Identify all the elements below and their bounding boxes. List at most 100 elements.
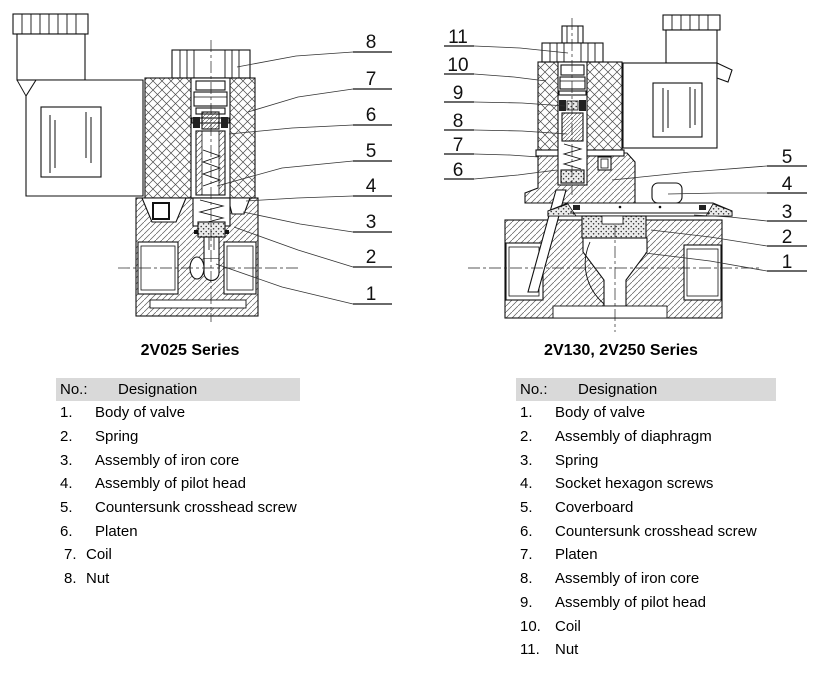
parts-row: 6. Countersunk crosshead screw bbox=[516, 519, 776, 543]
parts-row: 8. Nut bbox=[56, 567, 300, 591]
parts-row: 5.Countersunk crosshead screw bbox=[56, 496, 300, 520]
nut bbox=[541, 42, 604, 63]
figure-title-right: 2V130, 2V250 Series bbox=[544, 342, 698, 359]
core-seal bbox=[197, 221, 226, 238]
callout-label: 7 bbox=[366, 69, 377, 90]
part-no: 4. bbox=[520, 475, 533, 493]
core-spring bbox=[201, 149, 222, 187]
part-no: 10. bbox=[520, 617, 541, 635]
callout-label: 1 bbox=[782, 252, 793, 273]
platen bbox=[193, 117, 200, 128]
callout-label: 4 bbox=[366, 176, 377, 197]
callout-label: 11 bbox=[448, 27, 468, 48]
parts-row: 6. Platen bbox=[56, 519, 300, 543]
parts-row: 3. Spring bbox=[516, 448, 776, 472]
part-label: Nut bbox=[555, 641, 579, 659]
col-designation-label: Designation bbox=[118, 381, 198, 398]
screw-boss bbox=[651, 182, 683, 204]
part-label: Assembly of iron core bbox=[95, 451, 240, 469]
parts-row: 8. Assembly of iron core bbox=[516, 567, 776, 591]
leader-lines bbox=[473, 45, 768, 272]
part-label: Coil bbox=[86, 546, 112, 564]
coverboard-diaphragm bbox=[547, 202, 733, 239]
col-designation-label: Designation bbox=[578, 381, 658, 398]
part-no: 8. bbox=[520, 570, 533, 588]
parts-row: 1.Body of valve bbox=[56, 401, 300, 425]
callout-label: 5 bbox=[782, 147, 793, 168]
callout-label: 3 bbox=[782, 202, 793, 223]
solenoid-coil-section bbox=[535, 25, 625, 186]
callout-label: 9 bbox=[453, 83, 464, 104]
parts-row: 4. Assembly of pilot head bbox=[56, 472, 300, 496]
core-spring bbox=[562, 143, 583, 170]
crosshead-screw bbox=[203, 236, 220, 260]
part-no: 6. bbox=[520, 522, 533, 540]
parts-row: 9. Assembly of pilot head bbox=[516, 591, 776, 615]
callouts: 8 7 6 5 4 3 2 1 bbox=[353, 32, 392, 305]
callout-label: 8 bbox=[366, 32, 377, 53]
parts-row: 2.Spring bbox=[56, 425, 300, 449]
figure-title-left: 2V025 Series bbox=[140, 342, 240, 359]
part-no: 2. bbox=[520, 428, 533, 446]
valve-cross-section-2v130-2v250: 11 10 9 8 7 6 5 4 3 2 1 bbox=[444, 14, 807, 332]
part-label: Spring bbox=[555, 451, 599, 469]
part-no: 1. bbox=[60, 404, 73, 422]
callout-label: 7 bbox=[453, 135, 464, 156]
part-label: Countersunk crosshead screw bbox=[555, 522, 757, 540]
centerlines bbox=[468, 18, 762, 332]
part-label: Socket hexagon screws bbox=[555, 475, 714, 493]
callout-label: 10 bbox=[447, 55, 468, 76]
valve-cross-section-2v025: 8 7 6 5 4 3 2 1 bbox=[12, 13, 392, 322]
parts-table-right: No.: Designation 1. Body of valve 2. Assem… bbox=[516, 378, 776, 662]
callout-label: 5 bbox=[366, 141, 377, 162]
part-label: Nut bbox=[86, 570, 110, 588]
parts-row: 11. Nut bbox=[516, 638, 776, 662]
part-label: Countersunk crosshead screw bbox=[95, 499, 297, 517]
parts-table-left: No.: Designation 1.Body of valve 2.Sprin… bbox=[56, 378, 300, 591]
parts-row: 10. Coil bbox=[516, 614, 776, 638]
parts-row: 7. Platen bbox=[516, 543, 776, 567]
part-no: 4. bbox=[60, 475, 73, 493]
parts-row: 7. Coil bbox=[56, 543, 300, 567]
callout-label: 4 bbox=[782, 174, 793, 195]
parts-header: No.: Designation bbox=[56, 378, 300, 401]
part-no: 7. bbox=[520, 546, 533, 564]
callout-label: 1 bbox=[366, 284, 377, 305]
cable-connector bbox=[622, 14, 733, 149]
iron-core-assembly bbox=[561, 112, 584, 142]
col-no-label: No.: bbox=[60, 381, 88, 398]
part-no: 8. bbox=[64, 570, 77, 588]
cable-connector bbox=[12, 13, 144, 197]
port-right bbox=[683, 244, 722, 301]
part-label: Body of valve bbox=[555, 404, 646, 422]
part-label: Coil bbox=[555, 617, 581, 635]
callouts: 11 10 9 8 7 6 5 4 3 2 1 bbox=[444, 27, 807, 273]
part-label: Platen bbox=[95, 522, 138, 540]
core-seal bbox=[560, 169, 585, 184]
part-label: Platen bbox=[555, 546, 598, 564]
part-label: Assembly of pilot head bbox=[555, 593, 706, 611]
part-no: 6. bbox=[60, 522, 73, 540]
part-no: 9. bbox=[520, 593, 533, 611]
valve-body-section bbox=[135, 197, 259, 317]
col-no-label: No.: bbox=[520, 381, 548, 398]
part-label: Assembly of pilot head bbox=[95, 475, 246, 493]
part-no: 2. bbox=[60, 428, 73, 446]
callout-label: 2 bbox=[782, 227, 793, 248]
part-no: 7. bbox=[64, 546, 77, 564]
callout-label: 2 bbox=[366, 247, 377, 268]
part-no: 3. bbox=[60, 451, 73, 469]
part-label: Assembly of iron core bbox=[555, 570, 700, 588]
pilot-spring bbox=[198, 199, 225, 225]
solenoid-coil-section bbox=[144, 49, 256, 199]
part-no: 3. bbox=[520, 451, 533, 469]
part-no: 1. bbox=[520, 404, 533, 422]
part-no: 5. bbox=[520, 499, 533, 517]
part-label: Coverboard bbox=[555, 499, 634, 517]
leader-lines bbox=[215, 51, 354, 305]
parts-row: 3. Assembly of iron core bbox=[56, 448, 300, 472]
part-label: Assembly of diaphragm bbox=[555, 428, 712, 446]
part-no: 11. bbox=[520, 641, 540, 659]
parts-header: No.: Designation bbox=[516, 378, 776, 401]
